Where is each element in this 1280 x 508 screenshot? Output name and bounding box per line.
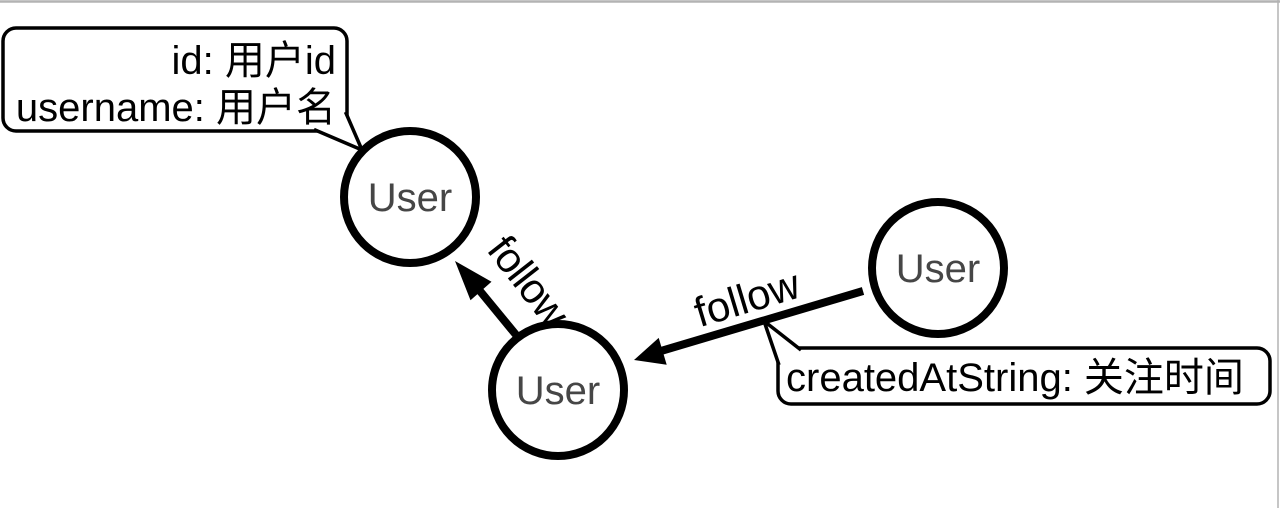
node-circle <box>340 127 480 267</box>
callout-text-line2: username: 用户名 <box>16 86 336 130</box>
node-user-right: User <box>868 198 1008 338</box>
node-label: User <box>896 247 980 291</box>
callout-text-line1: createdAtString: 关注时间 <box>786 356 1244 400</box>
callout-tail <box>762 319 803 366</box>
callout-user-properties: id: 用户id username: 用户名 <box>1 26 364 152</box>
node-label: User <box>516 369 600 413</box>
edge-line <box>476 288 521 339</box>
arrowhead-icon <box>634 337 667 365</box>
callout-tail <box>313 111 364 152</box>
node-circle <box>868 198 1008 338</box>
callout-box <box>776 346 1272 406</box>
node-circle <box>488 320 628 460</box>
callout-text-line1: id: 用户id <box>172 39 337 83</box>
node-label: User <box>368 176 452 220</box>
node-user-top-left: User <box>340 127 480 267</box>
node-user-bottom-middle: User <box>488 320 628 460</box>
callout-box <box>1 26 349 133</box>
arrowhead-icon <box>455 261 492 301</box>
edge-line <box>659 287 865 355</box>
callout-follow-properties: createdAtString: 关注时间 <box>762 319 1272 406</box>
